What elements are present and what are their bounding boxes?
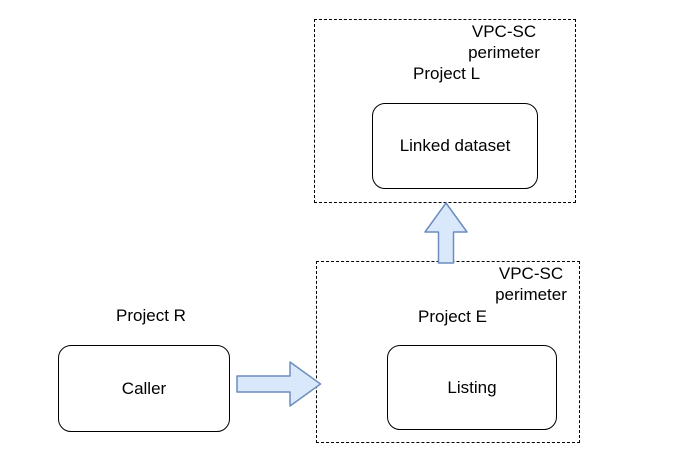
linked-dataset-node: Linked dataset [372, 103, 538, 189]
linked-dataset-node-label: Linked dataset [399, 136, 511, 155]
caller-node-label: Caller [121, 378, 167, 398]
project-e-label: Project E [418, 307, 487, 326]
arrow-up-shape [424, 202, 468, 264]
vpc-sc-perimeter-bottom-label: VPC-SC perimeter [495, 264, 567, 304]
listing-node: Listing [387, 345, 557, 430]
vpc-sc-perimeter-top-label: VPC-SC perimeter [468, 22, 540, 62]
arrow-up-listing-to-linked-dataset-icon [424, 202, 468, 264]
project-r-label: Project R [116, 306, 186, 325]
arrow-right-shape [236, 361, 322, 407]
project-l-label: Project L [413, 64, 481, 83]
caller-node: Caller [58, 345, 230, 432]
vpc-sc-perimeter-top-box [314, 19, 576, 203]
arrow-right-caller-to-listing-icon [236, 361, 322, 407]
listing-node-label: Listing [447, 377, 497, 397]
